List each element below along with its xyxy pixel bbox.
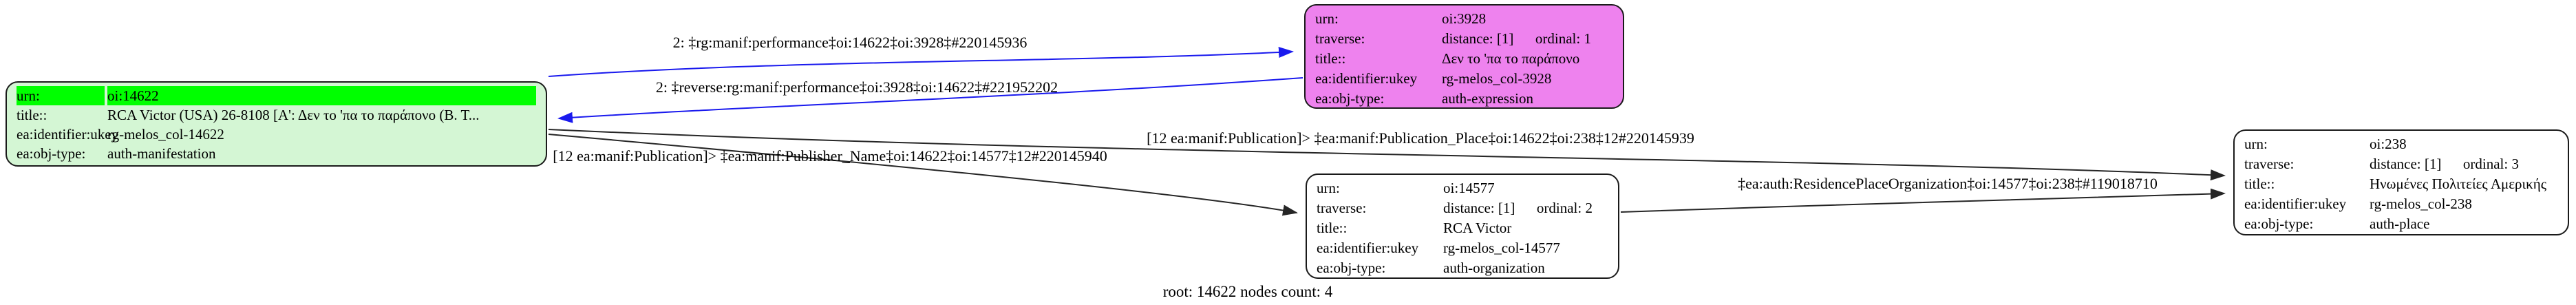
field-value: auth-manifestation [107,145,216,162]
field-key: title:: [1317,220,1348,236]
field-key: title:: [2244,176,2275,192]
field-value: Ηνωμένες Πολιτείες Αμερικής [2370,176,2547,192]
field-value: rg-melos_col-238 [2370,196,2472,212]
edge-reverse-performance-line [557,77,1303,123]
field-value: distance: [1] ordinal: 2 [1443,200,1593,216]
node-row-title: title:: RCA Victor (USA) 26-8108 [Α': Δε… [7,105,546,125]
field-key: urn: [2244,136,2268,152]
node-row-objtype: ea:obj-type: auth-manifestation [7,144,546,163]
node-row-traverse: traverse: distance: [1] ordinal: 1 [1306,29,1623,49]
node-row-objtype: ea:obj-type: auth-expression [1306,89,1623,109]
node-row-identifier: ea:identifier:ukey rg-melos_col-14622 [7,125,546,144]
node-row-objtype: ea:obj-type: auth-organization [1307,258,1618,278]
field-value: oi:238 [2370,136,2407,152]
field-key: ea:identifier:ukey [1315,70,1418,87]
edge-label-publisher-name: [12 ea:manif:Publication]> ‡ea:manif:Pub… [553,147,1107,165]
node-row-identifier: ea:identifier:ukey rg-melos_col-3928 [1306,69,1623,89]
field-value: auth-expression [1442,90,1533,107]
edge-label-residence-place-organization: ‡ea:auth:ResidencePlaceOrganization‡oi:1… [1738,175,2158,192]
field-key: ea:obj-type: [17,145,86,162]
field-value: oi:3928 [1442,10,1487,27]
field-key: ea:identifier:ukey [17,126,119,143]
field-value: distance: [1] ordinal: 1 [1442,30,1591,47]
node-row-title: title:: RCA Victor [1307,218,1618,238]
edge-publication-place-line [548,129,2226,181]
edge-label-reverse-performance: 2: ‡reverse:rg:manif:performance‡oi:3928… [655,78,1058,96]
field-value: RCA Victor (USA) 26-8108 [Α': Δεν το 'πα… [107,107,480,123]
node-row-title: title:: Ηνωμένες Πολιτείες Αμερικής [2235,174,2568,194]
node-oi-14577[interactable]: urn: oi:14577 traverse: distance: [1] or… [1306,173,1619,279]
field-key: title:: [1315,50,1346,67]
field-key: ea:identifier:ukey [1317,240,1419,256]
node-row-title: title:: Δεν το 'πα το παράπονο [1306,49,1623,69]
edge-publisher-name-line [548,134,1298,216]
node-row-urn: urn: oi:3928 [1306,9,1623,29]
field-value: distance: [1] ordinal: 3 [2370,156,2519,172]
edge-label-publication-place: [12 ea:manif:Publication]> ‡ea:manif:Pub… [1147,129,1694,147]
field-key: title:: [17,107,47,123]
field-key: traverse: [1317,200,1367,216]
field-value: Δεν το 'πα το παράπονο [1442,50,1580,67]
field-key: ea:obj-type: [2244,215,2314,232]
node-row-traverse: traverse: distance: [1] ordinal: 2 [1307,198,1618,218]
node-row-urn: urn: oi:14622 [7,86,546,105]
field-key: traverse: [1315,30,1365,47]
field-value: oi:14577 [1443,180,1495,196]
field-value: auth-organization [1443,260,1545,276]
node-oi-238[interactable]: urn: oi:238 traverse: distance: [1] ordi… [2233,129,2569,235]
field-value: rg-melos_col-14577 [1443,240,1560,256]
edge-performance-line [548,47,1294,77]
field-key: ea:obj-type: [1317,260,1386,276]
field-key: urn: [17,86,105,105]
field-key: ea:obj-type: [1315,90,1385,107]
node-row-identifier: ea:identifier:ukey rg-melos_col-14577 [1307,238,1618,258]
node-row-urn: urn: oi:14577 [1307,178,1618,198]
edge-label-performance: 2: ‡rg:manif:performance‡oi:14622‡oi:392… [672,34,1028,51]
field-key: ea:identifier:ukey [2244,196,2347,212]
node-row-traverse: traverse: distance: [1] ordinal: 3 [2235,154,2568,174]
field-value: rg-melos_col-14622 [107,126,224,143]
field-value: auth-place [2370,215,2430,232]
edge-residence-place-line [1620,188,2226,213]
field-value: RCA Victor [1443,220,1512,236]
graph-root-label: root: 14622 nodes count: 4 [1162,283,1333,300]
field-value: oi:14622 [107,86,536,105]
node-oi-3928[interactable]: urn: oi:3928 traverse: distance: [1] ord… [1304,4,1624,109]
field-key: urn: [1317,180,1340,196]
field-key: traverse: [2244,156,2295,172]
node-row-identifier: ea:identifier:ukey rg-melos_col-238 [2235,194,2568,214]
field-value: rg-melos_col-3928 [1442,70,1552,87]
node-oi-14622[interactable]: urn: oi:14622 title:: RCA Victor (USA) 2… [6,81,547,167]
field-key: urn: [1315,10,1339,27]
node-row-urn: urn: oi:238 [2235,134,2568,154]
node-row-objtype: ea:obj-type: auth-place [2235,214,2568,234]
